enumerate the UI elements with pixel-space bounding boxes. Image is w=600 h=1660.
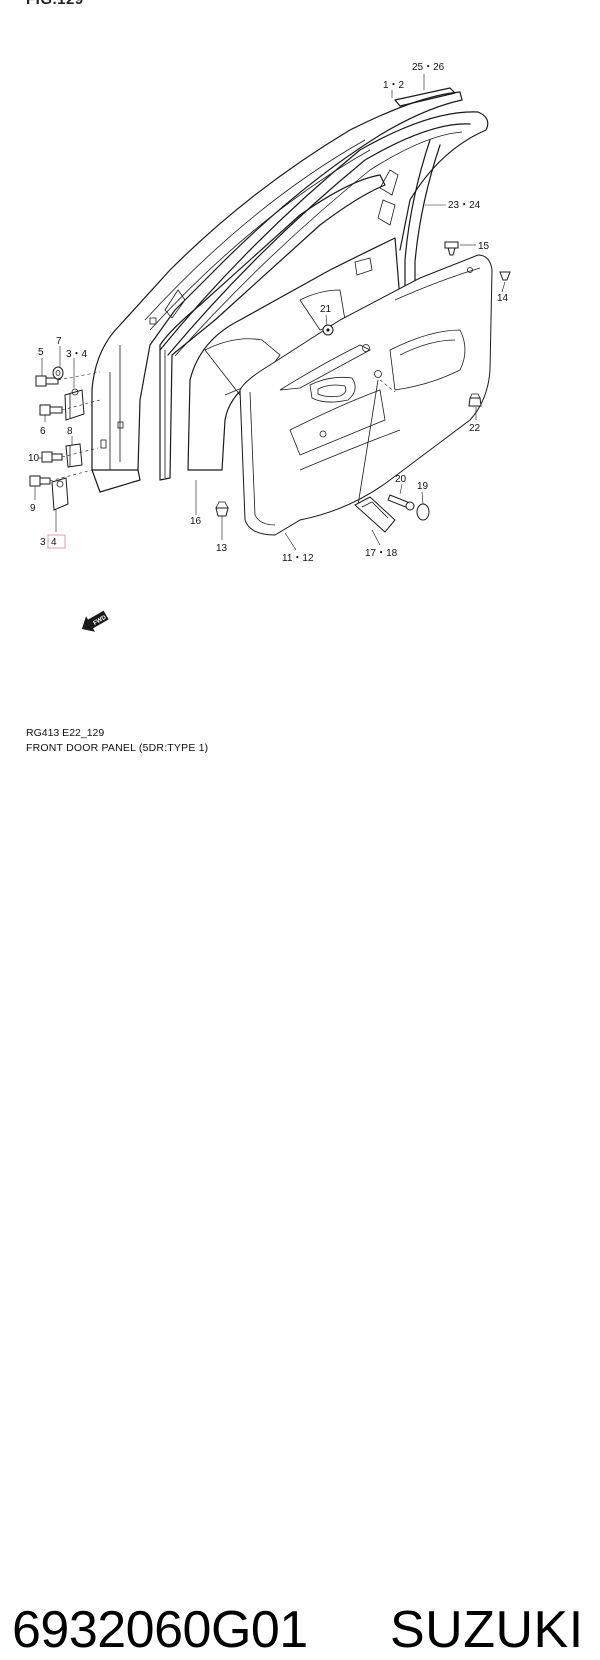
clip-14 xyxy=(499,271,511,281)
bolt-6 xyxy=(39,404,63,416)
callout-11-12: 11・12 xyxy=(282,553,314,564)
part-number: 6932060G01 xyxy=(12,1601,308,1659)
callout-8: 8 xyxy=(67,426,73,437)
door-trim-panel xyxy=(239,254,493,536)
callout-23-24: 23・24 xyxy=(448,200,481,211)
callout-25-26: 25・26 xyxy=(412,62,445,73)
bolt-5 xyxy=(35,375,59,387)
callouts: 1・2 25・26 23・24 15 14 21 22 20 19 17・18 … xyxy=(28,62,509,564)
fwd-arrow-icon: FWD xyxy=(81,610,109,632)
leader-lines xyxy=(34,74,506,551)
bolt-9 xyxy=(29,475,51,487)
bolt-10 xyxy=(41,451,63,463)
product-caption: 6932060G01 SUZUKI xyxy=(0,776,600,1659)
cap-19 xyxy=(416,503,430,521)
callout-19: 19 xyxy=(417,481,429,492)
brand-name: SUZUKI xyxy=(390,1601,584,1659)
screw-21 xyxy=(322,324,334,336)
cap-22 xyxy=(468,393,482,407)
figure-label: FIG.129 xyxy=(26,0,84,8)
inner-handle-17-18 xyxy=(354,379,396,533)
diagram-panel: FIG.129 xyxy=(0,0,600,776)
door-seal-16 xyxy=(159,174,386,481)
hinge-upper xyxy=(64,388,85,421)
door-shell xyxy=(91,91,463,493)
callout-6: 6 xyxy=(40,426,46,437)
washer-7 xyxy=(52,366,64,380)
exploded-door-diagram: 1・2 25・26 23・24 15 14 21 22 20 19 17・18 … xyxy=(28,62,511,632)
callout-4: 4 xyxy=(51,537,57,548)
hinge-lower xyxy=(51,477,69,511)
callout-13: 13 xyxy=(216,543,228,554)
callout-21: 21 xyxy=(320,304,332,315)
clip-13 xyxy=(215,501,229,517)
callout-1-2: 1・2 xyxy=(383,80,405,91)
callout-10: 10 xyxy=(28,453,40,464)
check-link-8 xyxy=(65,443,83,468)
callout-5: 5 xyxy=(38,347,44,358)
callout-7: 7 xyxy=(56,336,62,347)
callout-22: 22 xyxy=(469,423,481,434)
glass-run-channel xyxy=(159,87,489,357)
screw-20 xyxy=(387,494,415,511)
diagram-title: FRONT DOOR PANEL (5DR:TYPE 1) xyxy=(26,742,209,754)
callout-3-4-top: 3・4 xyxy=(66,349,88,360)
callout-17-18: 17・18 xyxy=(365,548,398,559)
callout-15: 15 xyxy=(478,241,490,252)
callout-14: 14 xyxy=(497,293,509,304)
callout-3: 3 xyxy=(40,537,46,548)
clip-15 xyxy=(444,241,459,256)
alignment-lines xyxy=(49,371,396,482)
callout-16: 16 xyxy=(190,516,202,527)
callout-20: 20 xyxy=(395,474,407,485)
callout-9: 9 xyxy=(30,503,36,514)
diagram-reference: RG413 E22_129 xyxy=(26,727,105,739)
highlight-box-4 xyxy=(47,534,66,549)
